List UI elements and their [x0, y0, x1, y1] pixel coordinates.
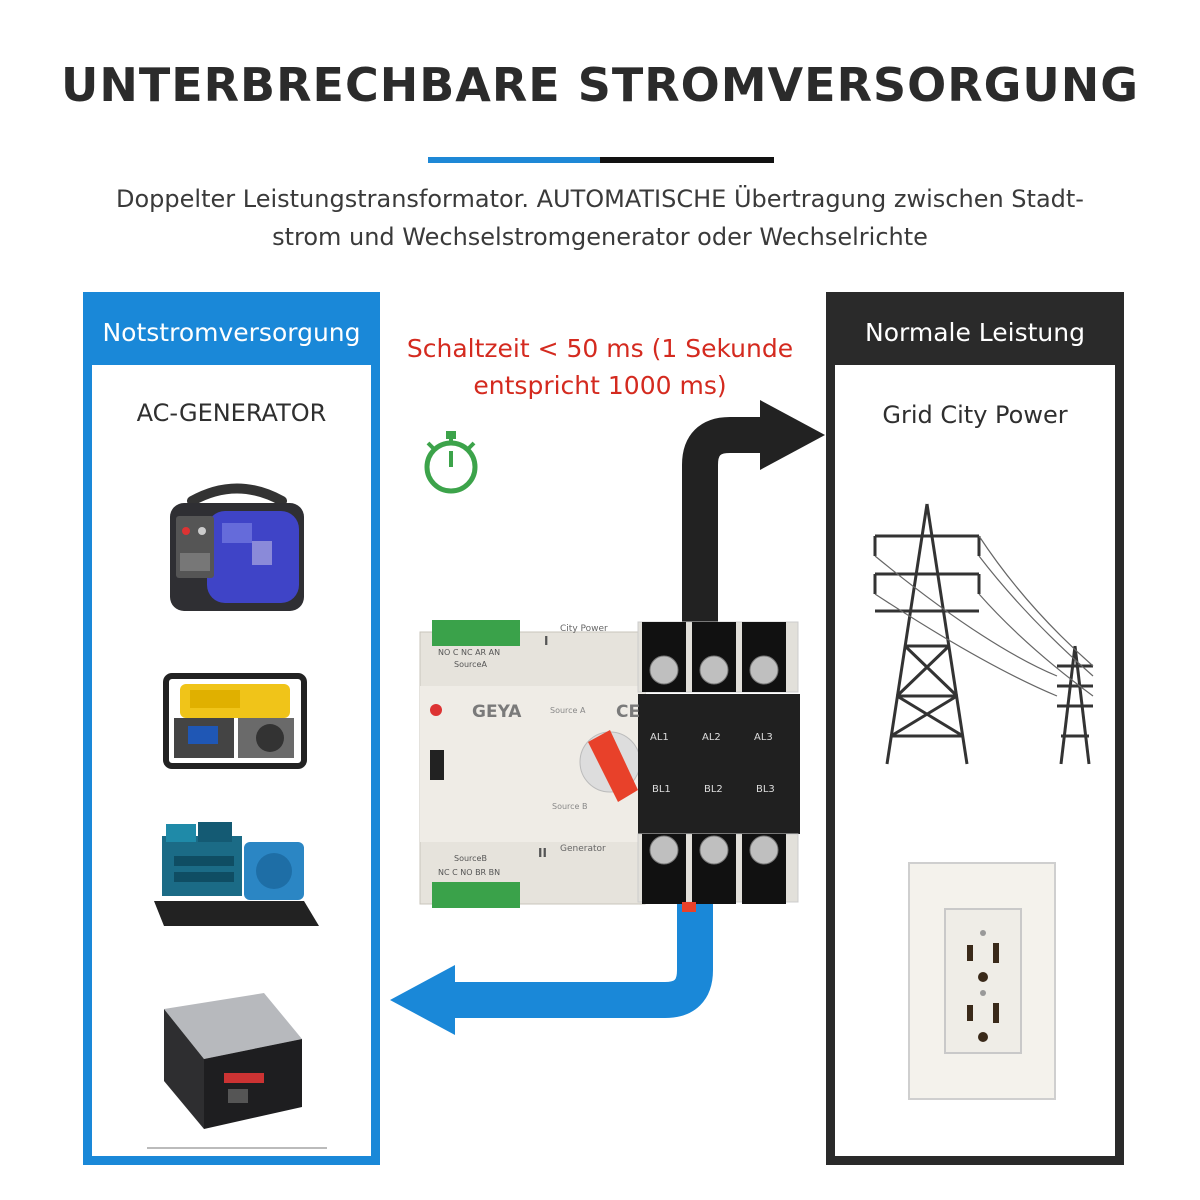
- device-source-a-small: Source A: [550, 706, 586, 715]
- subtitle-line-1: Doppelter Leistungstransformator. AUTOMA…: [116, 185, 1084, 213]
- switching-time-line-2: entspricht 1000 ms): [473, 371, 727, 400]
- device-brand: GEYA: [472, 702, 522, 722]
- grid-city-power-label: Grid City Power: [882, 401, 1068, 429]
- terminal-label-al2: AL2: [702, 732, 721, 743]
- arrow-to-emergency-power: [390, 900, 713, 1035]
- device-source-b-label: SourceB: [454, 854, 487, 863]
- device-source-b-tag: Generator: [560, 844, 606, 854]
- inverter-icon: [164, 993, 302, 1129]
- subtitle-line-2: strom und Wechselstromgenerator oder Wec…: [272, 223, 928, 251]
- terminal-label-bl2: BL2: [704, 784, 723, 795]
- emergency-power-heading: Notstromversorgung: [92, 301, 371, 365]
- emergency-power-panel: Notstromversorgung AC-GENERATOR: [83, 292, 380, 1165]
- open-frame-generator-icon: [163, 673, 307, 769]
- page-title: UNTERBRECHBARE STROMVERSORGUNG: [60, 58, 1140, 112]
- arrow-to-city-power: [682, 400, 825, 635]
- stopwatch-icon: [424, 431, 478, 494]
- wall-outlet-icon: [908, 862, 1056, 1100]
- transfer-switch-icon: [419, 620, 800, 912]
- device-source-a-label: SourceA: [454, 660, 487, 669]
- terminal-label-bl3: BL3: [756, 784, 775, 795]
- ac-generator-label: AC-GENERATOR: [136, 399, 327, 427]
- portable-generator-icon: [170, 483, 304, 611]
- power-tower-icon: [873, 503, 1094, 765]
- diesel-generator-icon: [154, 822, 319, 926]
- transfer-switch-device: GEYA Source A CE Source B I City Power I…: [419, 612, 805, 912]
- terminal-label-al1: AL1: [650, 732, 669, 743]
- normal-power-heading: Normale Leistung: [835, 301, 1115, 365]
- device-roman-two: II: [538, 846, 547, 860]
- terminal-label-al3: AL3: [754, 732, 773, 743]
- title-divider-black: [600, 157, 774, 163]
- device-ce-mark: CE: [616, 702, 641, 722]
- device-terminal-row-a: NO C NC AR AN: [438, 648, 501, 657]
- switching-time-note: Schaltzeit < 50 ms (1 Sekunde entspricht…: [400, 330, 800, 404]
- device-roman-one: I: [544, 634, 549, 648]
- title-divider-blue: [428, 157, 600, 163]
- switching-time-line-1: Schaltzeit < 50 ms (1 Sekunde: [406, 334, 794, 363]
- device-terminal-row-b: NC C NO BR BN: [438, 868, 501, 877]
- device-source-a-tag: City Power: [560, 624, 608, 634]
- terminal-label-bl1: BL1: [652, 784, 671, 795]
- page-subtitle: Doppelter Leistungstransformator. AUTOMA…: [60, 180, 1140, 256]
- device-source-b-small: Source B: [552, 802, 588, 811]
- normal-power-panel: Normale Leistung Grid City Power: [826, 292, 1124, 1165]
- inverter-baseline: [147, 1147, 327, 1149]
